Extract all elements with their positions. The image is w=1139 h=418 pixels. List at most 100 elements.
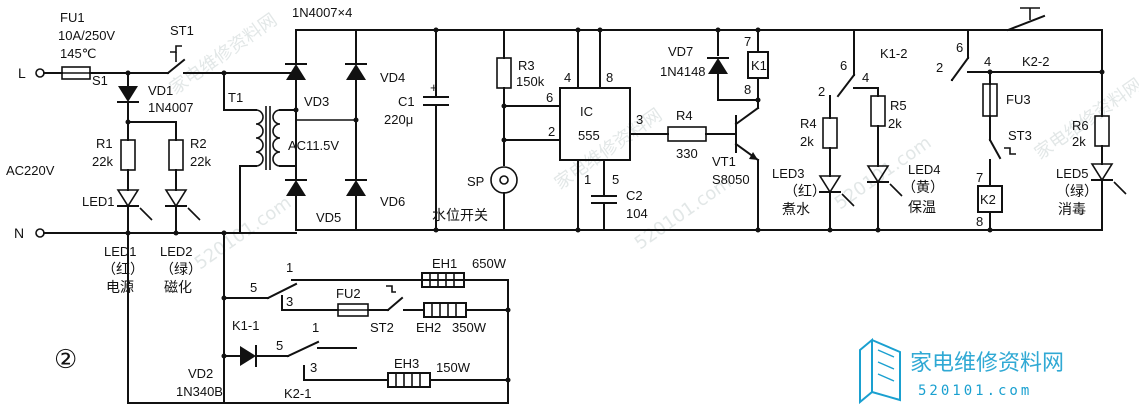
label-st3: ST3: [1008, 128, 1032, 143]
led1-icon: [116, 189, 140, 208]
k2-section: 6 2 4 K2-2 FU3 ST3 7 K2 8 R6 2k LED: [936, 7, 1127, 233]
label-ac-secondary: AC11.5V: [288, 138, 339, 153]
label-k2: K2: [980, 192, 996, 207]
switch-k1-1: [266, 282, 298, 300]
heater-section: 5 1 3 K1-1 EH1 650W FU2 ST2 EH2 350W VD2: [54, 230, 511, 404]
resistor-r3: [496, 57, 512, 89]
label-k1-2-pin4: 4: [862, 70, 869, 85]
heater-eh1: [421, 272, 465, 288]
label-k2-2: K2-2: [1022, 54, 1049, 69]
label-eh1: EH1: [432, 256, 457, 271]
label-t1: T1: [228, 90, 243, 105]
heater-eh2: [423, 302, 467, 318]
label-r6: R6: [1072, 118, 1089, 133]
label-r5-val: 2k: [888, 116, 902, 131]
label-eh3-val: 150W: [436, 360, 471, 375]
label-led2-func: 磁化: [164, 280, 192, 296]
diode-vd7: [708, 58, 728, 74]
label-vd4: VD4: [380, 70, 405, 85]
label-vd2: VD2: [188, 366, 213, 381]
terminal-l: [35, 68, 45, 78]
diode-vd3: [286, 64, 306, 80]
label-r5: R5: [890, 98, 907, 113]
switch-k2-2: [950, 56, 970, 82]
label-led1-color: （红）: [102, 262, 144, 278]
label-vd6: VD6: [380, 194, 405, 209]
label-r1-val: 22k: [92, 154, 113, 169]
timer-section: R3 150k SP 水位开关 IC 555 4 8 6 2 3 1 5 C2 …: [432, 27, 769, 233]
push-switch: [1006, 14, 1046, 32]
label-fu1-temp: 145℃: [60, 46, 96, 61]
label-water-switch: 水位开关: [432, 208, 488, 224]
switch-st2: [386, 296, 404, 312]
watermark-site-url: 520101.com: [918, 383, 1032, 399]
watermark-text: 家电维修资料网: [551, 105, 666, 194]
book-logo-icon: [859, 337, 873, 405]
label-k2-pin7: 7: [976, 170, 983, 185]
pin-6: 6: [546, 90, 553, 105]
figure-number: ②: [54, 345, 77, 375]
label-k2-1-pin1: 1: [312, 320, 319, 335]
label-ac220v: AC220V: [6, 163, 55, 178]
label-k2-1-pin3: 3: [310, 360, 317, 375]
label-r4: R4: [676, 108, 693, 123]
resistor-r1: [120, 139, 136, 171]
pin-4: 4: [564, 70, 571, 85]
label-k2-pin8: 8: [976, 214, 983, 229]
pin-1: 1: [584, 172, 591, 187]
label-c1-val: 220μ: [384, 112, 413, 127]
diode-vd2: [240, 346, 256, 366]
diode-vd1: [118, 86, 138, 102]
label-led1-bottom: LED1: [104, 244, 137, 259]
label-k2-2-pin2: 2: [936, 60, 943, 75]
label-led5: LED5: [1056, 166, 1089, 181]
bridge-rectifier: 1N4007×4 VD3 VD4 VD5 VD6: [279, 5, 1103, 231]
label-st1: ST1: [170, 23, 194, 38]
label-k1-1-pin3: 3: [286, 294, 293, 309]
label-k1-2-pin2: 2: [818, 84, 825, 99]
label-s1: S1: [92, 73, 108, 88]
switch-st3: [988, 138, 1002, 160]
label-led4: LED4: [908, 162, 941, 177]
label-eh3: EH3: [394, 356, 419, 371]
label-led5-color: （绿）: [1056, 184, 1098, 200]
label-r4b: R4: [800, 116, 817, 131]
label-k1-1: K1-1: [232, 318, 259, 333]
label-bridge: 1N4007×4: [292, 5, 352, 20]
label-vd3: VD3: [304, 94, 329, 109]
label-vd1-part: 1N4007: [148, 100, 194, 115]
label-led4-color: （黄）: [902, 179, 944, 196]
label-led3: LED3: [772, 166, 805, 181]
label-vt1-part: S8050: [712, 172, 750, 187]
label-fu3: FU3: [1006, 92, 1031, 107]
resistor-r4-led3: [822, 117, 838, 149]
label-led2-bottom: LED2: [160, 244, 193, 259]
label-vd1: VD1: [148, 83, 173, 98]
label-k1-2: K1-2: [880, 46, 907, 61]
label-k2-2-pin6: 6: [956, 40, 963, 55]
led3-icon: [818, 175, 842, 194]
label-vd7: VD7: [668, 44, 693, 59]
label-c2-val: 104: [626, 206, 648, 221]
filter-capacitor: + C1 220μ: [384, 27, 449, 233]
label-k1-1-pin5: 5: [250, 280, 257, 295]
label-k2-1: K2-1: [284, 386, 311, 401]
resistor-r5: [870, 95, 886, 127]
pin-3: 3: [636, 112, 643, 127]
switch-k2-1: [286, 340, 320, 358]
switch-k1-2: [836, 73, 856, 98]
label-r3-val: 150k: [516, 74, 545, 89]
label-led5-func: 消毒: [1058, 202, 1086, 218]
label-fu1: FU1: [60, 10, 85, 25]
label-k1: K1: [751, 58, 767, 73]
k1-2-indicators: 6 2 4 K1-2 R4 2k LED3 （红） 煮水 R5 2k LED4 …: [772, 29, 944, 233]
label-k1-pin7: 7: [744, 34, 751, 49]
site-watermark: 家电维修资料网 520101.com: [859, 337, 1064, 405]
label-led2-color: （绿）: [160, 262, 202, 278]
label-k1-1-pin1: 1: [286, 260, 293, 275]
water-probe-sp: [490, 166, 518, 194]
label-led3-color: （红）: [784, 184, 826, 200]
label-r1: R1: [96, 136, 113, 151]
